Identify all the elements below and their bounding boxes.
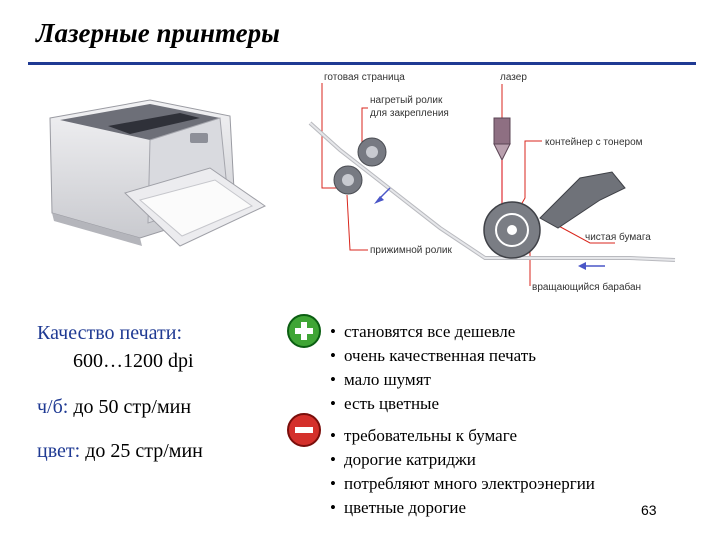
minus-icon xyxy=(287,413,321,447)
label-laser: лазер xyxy=(500,72,527,83)
label-heated-roller-2: для закрепления xyxy=(370,108,449,119)
color-speed: цвет: до 25 стр/мин xyxy=(37,440,203,463)
cons-list: требовательны к бумаге дорогие катриджи … xyxy=(330,424,595,520)
pros-item: становятся все дешевле xyxy=(330,320,536,344)
pros-list: становятся все дешевле очень качественна… xyxy=(330,320,536,416)
bw-speed: ч/б: до 50 стр/мин xyxy=(37,396,191,419)
laser-printer-image xyxy=(49,99,266,247)
pros-item: мало шумят xyxy=(330,368,536,392)
label-clean-paper: чистая бумага xyxy=(585,231,651,243)
label-heated-roller-1: нагретый ролик xyxy=(370,95,443,106)
bw-label: ч/б: xyxy=(37,396,69,418)
label-ready-page: готовая страница xyxy=(324,72,405,83)
pros-item: очень качественная печать xyxy=(330,344,536,368)
title-divider xyxy=(28,62,696,65)
label-pressure-roller: прижимной ролик xyxy=(370,245,452,256)
slide-title: Лазерные принтеры xyxy=(36,18,280,48)
label-toner-container: контейнер с тонером xyxy=(545,137,643,148)
bw-value: до 50 стр/мин xyxy=(73,396,192,418)
color-value: до 25 стр/мин xyxy=(85,440,203,462)
quality-label: Качество печати: xyxy=(37,322,183,344)
color-label: цвет: xyxy=(37,440,81,462)
plus-icon xyxy=(287,314,321,348)
cons-item: дорогие катриджи xyxy=(330,448,595,472)
pros-item: есть цветные xyxy=(330,392,536,416)
page-number: 63 xyxy=(641,502,657,518)
cons-item: цветные дорогие xyxy=(330,496,595,520)
printer-mechanism-diagram: готовая страница лазер нагретый ролик дл… xyxy=(308,72,676,293)
cons-item: требовательны к бумаге xyxy=(330,424,595,448)
cons-item: потребляют много электроэнергии xyxy=(330,472,595,496)
quality-value: 600…1200 dpi xyxy=(73,350,194,372)
label-rotating-drum: вращающийся барабан xyxy=(532,281,641,293)
